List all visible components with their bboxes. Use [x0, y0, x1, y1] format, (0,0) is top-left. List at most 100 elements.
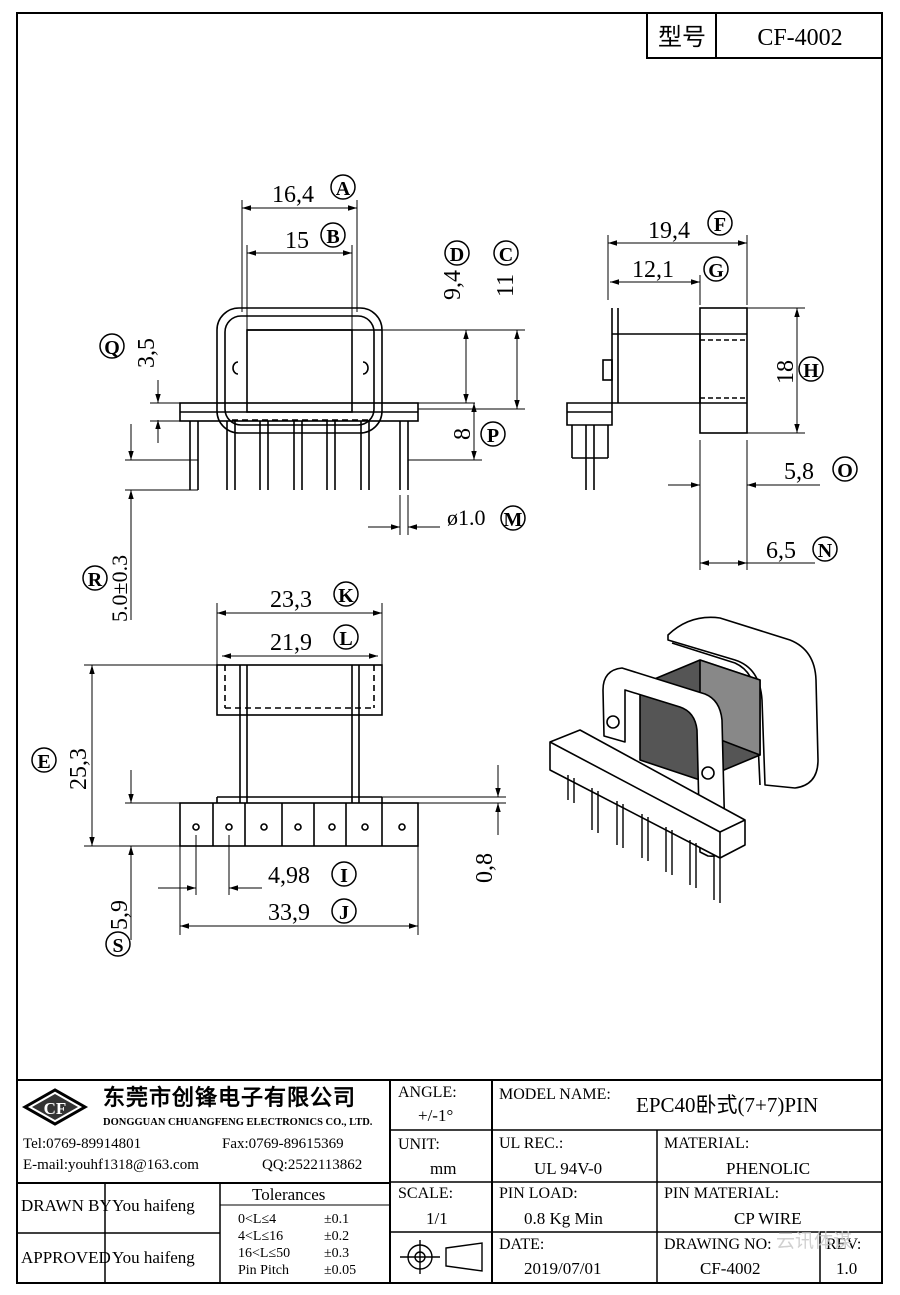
rev-value: 1.0 — [836, 1259, 858, 1278]
dimension-letters: A B D C Q P M R F G H O N K L E I J S — [31, 174, 858, 957]
svg-text:B: B — [326, 226, 339, 248]
letter-o: O — [832, 456, 858, 482]
dim-t-value: 0,8 — [472, 853, 498, 883]
title-block-grid — [17, 1079, 882, 1283]
letter-c: C — [493, 240, 519, 266]
projection-symbol-icon — [400, 1240, 483, 1274]
dim-f-value: 19,4 — [648, 218, 690, 244]
company-name-en: DONGGUAN CHUANGFENG ELECTRONICS CO., LTD… — [103, 1117, 373, 1128]
ul-label: UL REC.: — [499, 1135, 564, 1152]
header-model-value: CF-4002 — [757, 25, 842, 51]
dim-e-value: 25,3 — [66, 748, 92, 790]
company-tel: Tel:0769-89914801 — [23, 1136, 142, 1152]
top-view-dims — [84, 603, 506, 940]
svg-text:P: P — [487, 425, 499, 447]
company-qq: QQ:2522113862 — [262, 1157, 363, 1173]
top-view-dim-text: 23,3 21,9 25,3 5,9 0,8 4,98 33,9 — [66, 587, 498, 930]
letter-n: N — [812, 536, 838, 562]
model-name-value: EPC40卧式(7+7)PIN — [636, 1093, 819, 1117]
tolerance-row: 4<L≤16±0.2 — [238, 1229, 350, 1244]
svg-text:O: O — [837, 460, 853, 482]
company-email: E-mail:youhf1318@163.com — [23, 1157, 199, 1173]
svg-text:K: K — [338, 585, 354, 607]
dim-a-value: 16,4 — [272, 182, 314, 208]
pin-load-label: PIN LOAD: — [499, 1185, 578, 1202]
unit-value: mm — [430, 1159, 457, 1178]
dim-d-value: 9,4 — [440, 270, 466, 300]
letter-r: R — [82, 565, 108, 591]
dim-c-value: 11 — [493, 274, 519, 297]
front-view-dims — [125, 200, 525, 620]
dim-g-value: 12,1 — [632, 257, 674, 283]
top-view-pins — [192, 803, 406, 846]
svg-text:L: L — [339, 628, 352, 650]
letter-i: I — [331, 861, 357, 887]
svg-text:G: G — [708, 260, 724, 282]
letter-h: H — [798, 356, 824, 382]
letter-l: L — [333, 624, 359, 650]
dim-o-value: 5,8 — [784, 459, 814, 485]
letter-j: J — [331, 898, 357, 924]
svg-text:C: C — [499, 244, 513, 266]
svg-text:A: A — [336, 178, 351, 200]
dim-h-value: 18 — [773, 360, 799, 384]
angle-label: ANGLE: — [398, 1084, 457, 1101]
rev-label: REV: — [826, 1236, 862, 1253]
dim-r-value: 5.0±0.3 — [107, 555, 132, 622]
drawn-by-label: DRAWN BY — [21, 1196, 112, 1215]
svg-text:Q: Q — [104, 337, 120, 359]
front-view — [179, 307, 419, 490]
isometric-view — [549, 616, 819, 903]
front-view-dim-text: 16,4 15 9,4 11 8 3,5 5.0±0.3 ø1.0 — [107, 182, 519, 622]
approved-label: APPROVED — [21, 1248, 111, 1267]
dim-i-value: 4,98 — [268, 863, 310, 889]
dim-l-value: 21,9 — [270, 630, 312, 656]
svg-text:I: I — [340, 865, 348, 887]
svg-text:S: S — [112, 935, 123, 957]
svg-text:J: J — [339, 902, 349, 924]
isometric-pins — [567, 775, 721, 903]
dim-n-value: 6,5 — [766, 538, 796, 564]
sheet-border — [16, 12, 883, 1284]
dim-q-value: 3,5 — [134, 338, 160, 368]
svg-text:H: H — [803, 360, 819, 382]
svg-text:E: E — [37, 751, 50, 773]
company-name-cn: 东莞市创锋电子有限公司 — [103, 1086, 357, 1111]
scale-value: 1/1 — [426, 1209, 448, 1228]
letter-e: E — [31, 747, 57, 773]
dim-k-value: 23,3 — [270, 587, 312, 613]
model-name-label: MODEL NAME: — [499, 1086, 611, 1103]
tolerances-list: 0<L≤4±0.1 4<L≤16±0.2 16<L≤50±0.3 Pin Pit… — [238, 1211, 388, 1279]
letter-s: S — [105, 931, 131, 957]
pin-load-value: 0.8 Kg Min — [524, 1209, 603, 1228]
dim-p-value: 8 — [450, 428, 476, 440]
svg-text:F: F — [714, 214, 726, 236]
dim-m-value: ø1.0 — [447, 505, 486, 530]
tolerance-row: 16<L≤50±0.3 — [238, 1246, 350, 1261]
pin-material-value: CP WIRE — [734, 1209, 802, 1228]
side-view-dim-text: 19,4 12,1 18 5,8 6,5 — [632, 218, 814, 564]
drawing-no-value: CF-4002 — [700, 1259, 761, 1278]
letter-m: M — [500, 505, 526, 531]
dim-j-value: 33,9 — [268, 900, 310, 926]
tolerances-title: Tolerances — [252, 1185, 326, 1204]
letter-p: P — [480, 421, 506, 447]
date-label: DATE: — [499, 1236, 545, 1253]
letter-g: G — [703, 256, 729, 282]
ul-value: UL 94V-0 — [534, 1159, 603, 1178]
svg-text:R: R — [88, 569, 103, 591]
company-logo: CF — [21, 1088, 89, 1126]
top-view — [179, 664, 419, 847]
letter-d: D — [444, 240, 470, 266]
svg-text:D: D — [450, 244, 464, 266]
angle-value: +/-1° — [418, 1106, 454, 1125]
svg-text:N: N — [818, 540, 833, 562]
side-view — [566, 307, 748, 490]
drawing-no-label: DRAWING NO: — [664, 1236, 772, 1253]
pin-material-label: PIN MATERIAL: — [664, 1185, 780, 1202]
letter-f: F — [707, 210, 733, 236]
drawn-by-value: You haifeng — [112, 1196, 195, 1215]
tolerance-row: 0<L≤4±0.1 — [238, 1212, 350, 1227]
watermark: 云讯体谋 — [776, 1230, 853, 1252]
unit-label: UNIT: — [398, 1136, 440, 1153]
